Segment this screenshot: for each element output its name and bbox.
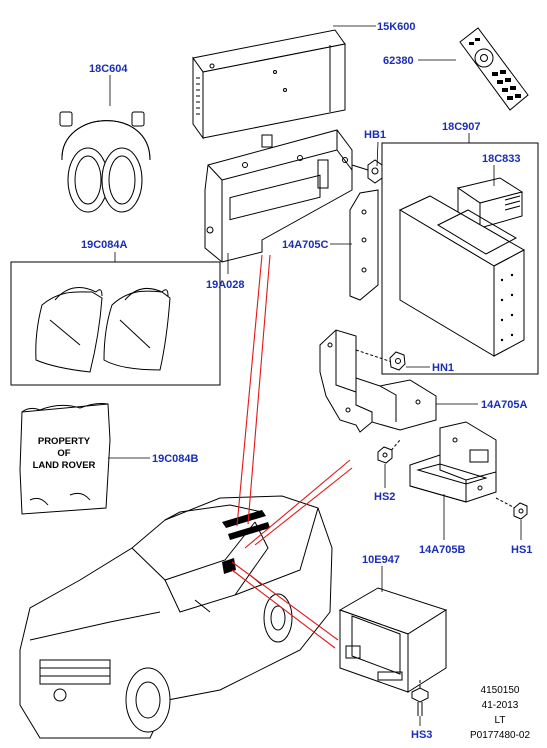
bag-label-line1: PROPERTY bbox=[38, 436, 91, 447]
footer-part-number: 4150150 bbox=[481, 685, 520, 696]
callout-15K600: 15K600 bbox=[377, 21, 416, 33]
footer-section: 41-2013 bbox=[482, 700, 519, 711]
callout-18C907: 18C907 bbox=[442, 121, 481, 133]
screw-hs1-icon bbox=[495, 497, 528, 520]
callout-14A705A: 14A705A bbox=[481, 399, 528, 411]
document-bag-icon: PROPERTY OF LAND ROVER bbox=[19, 403, 111, 515]
headphones-icon bbox=[59, 111, 151, 213]
plate-bracket-icon bbox=[349, 189, 379, 301]
bags-box bbox=[10, 261, 221, 386]
callout-19C084B: 19C084B bbox=[152, 453, 199, 465]
callout-14A705C: 14A705C bbox=[282, 239, 329, 251]
footer-code: LT bbox=[495, 715, 506, 726]
mounting-bracket-icon bbox=[204, 129, 353, 263]
screw-hs3-icon bbox=[411, 680, 429, 716]
remote-control-icon bbox=[459, 27, 529, 111]
callout-HS2: HS2 bbox=[374, 491, 395, 503]
receiver-module-icon bbox=[192, 29, 346, 140]
callout-HN1: HN1 bbox=[432, 362, 454, 374]
dvd-player-icon bbox=[398, 195, 526, 357]
callout-62380: 62380 bbox=[383, 55, 414, 67]
bag-label-line3: LAND ROVER bbox=[33, 460, 96, 471]
callout-14A705B: 14A705B bbox=[419, 544, 466, 556]
storage-bags-icon bbox=[35, 287, 171, 373]
nut-hn1-icon bbox=[355, 349, 406, 371]
bolt-hb1-icon bbox=[351, 159, 383, 184]
callout-19A028: 19A028 bbox=[206, 279, 245, 291]
leader-lines bbox=[108, 25, 522, 726]
callout-HS1: HS1 bbox=[511, 544, 532, 556]
vehicle-icon bbox=[19, 495, 333, 739]
screw-hs2-icon bbox=[377, 439, 401, 464]
display-module-icon bbox=[338, 587, 448, 693]
magazine-icon bbox=[456, 177, 524, 229]
footer-illustration-id: P0177480-02 bbox=[470, 730, 530, 741]
cage-bracket-icon bbox=[409, 421, 497, 503]
main-bracket-icon bbox=[319, 329, 437, 433]
callout-HB1: HB1 bbox=[364, 129, 386, 141]
sight-lines bbox=[231, 254, 353, 649]
callout-18C604: 18C604 bbox=[89, 63, 128, 75]
callout-HS3: HS3 bbox=[411, 729, 432, 741]
callout-10E947: 10E947 bbox=[362, 554, 400, 566]
callout-19C084A: 19C084A bbox=[81, 239, 128, 251]
callout-18C833: 18C833 bbox=[482, 153, 521, 165]
dvd-box bbox=[381, 142, 539, 375]
bag-label-line2: OF bbox=[57, 448, 70, 459]
